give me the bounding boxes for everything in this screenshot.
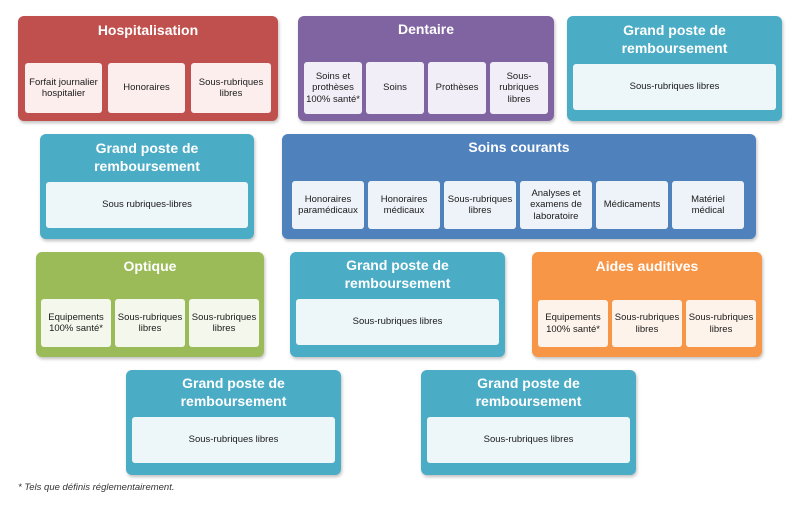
optique-card: Optique Equipements 100% santé* Sous-rub… <box>36 252 264 357</box>
grand-poste-item-4: Sous-rubriques libres <box>132 417 335 463</box>
aides-auditives-item-sous-rubriques-2: Sous-rubriques libres <box>686 300 756 347</box>
soins-courants-title: Soins courants <box>468 139 570 155</box>
grand-poste-card-5: Grand poste de remboursement Sous-rubriq… <box>421 370 636 475</box>
optique-item-sous-rubriques-2: Sous-rubriques libres <box>189 299 259 347</box>
hospitalisation-item-sous-rubriques: Sous-rubriques libres <box>191 63 271 113</box>
grand-poste-item-5: Sous-rubriques libres <box>427 417 630 463</box>
soins-courants-item-medicaments: Médicaments <box>596 181 668 229</box>
grand-poste-item-1: Sous-rubriques libres <box>573 64 776 110</box>
hospitalisation-title: Hospitalisation <box>97 22 199 38</box>
grand-poste-card-1: Grand poste de remboursement Sous-rubriq… <box>567 16 782 121</box>
grand-poste-card-3: Grand poste de remboursement Sous-rubriq… <box>290 252 505 357</box>
dentaire-item-soins: Soins <box>366 62 424 114</box>
dentaire-item-sous-rubriques: Sous-rubriques libres <box>490 62 548 114</box>
dentaire-card: Dentaire Soins et prothèses 100% santé* … <box>298 16 554 121</box>
grand-poste-title-1: Grand poste de remboursement <box>621 22 728 56</box>
aides-auditives-item-sous-rubriques-1: Sous-rubriques libres <box>612 300 682 347</box>
optique-item-100-sante: Equipements 100% santé* <box>41 299 111 347</box>
grand-poste-title-5: Grand poste de remboursement <box>475 375 582 409</box>
hospitalisation-item-forfait: Forfait journalier hospitalier <box>25 63 102 113</box>
aides-auditives-card: Aides auditives Equipements 100% santé* … <box>532 252 762 357</box>
dentaire-item-protheses: Prothèses <box>428 62 486 114</box>
hospitalisation-card: Hospitalisation Forfait journalier hospi… <box>18 16 278 121</box>
dentaire-title: Dentaire <box>397 21 455 37</box>
soins-courants-item-sous-rubriques: Sous-rubriques libres <box>444 181 516 229</box>
grand-poste-item-2: Sous rubriques-libres <box>46 182 248 228</box>
grand-poste-title-4: Grand poste de remboursement <box>180 375 287 409</box>
soins-courants-item-materiel: Matériel médical <box>672 181 744 229</box>
grand-poste-item-3: Sous-rubriques libres <box>296 299 499 345</box>
optique-title: Optique <box>123 258 177 274</box>
hospitalisation-item-honoraires: Honoraires <box>108 63 185 113</box>
aides-auditives-item-100-sante: Equipements 100% santé* <box>538 300 608 347</box>
soins-courants-item-medicaux: Honoraires médicaux <box>368 181 440 229</box>
grand-poste-title-3: Grand poste de remboursement <box>344 257 451 291</box>
soins-courants-item-analyses: Analyses et examens de laboratoire <box>520 181 592 229</box>
soins-courants-item-paramedicaux: Honoraires paramédicaux <box>292 181 364 229</box>
soins-courants-card: Soins courants Honoraires paramédicaux H… <box>282 134 756 239</box>
grand-poste-card-4: Grand poste de remboursement Sous-rubriq… <box>126 370 341 475</box>
dentaire-item-100-sante: Soins et prothèses 100% santé* <box>304 62 362 114</box>
optique-item-sous-rubriques-1: Sous-rubriques libres <box>115 299 185 347</box>
aides-auditives-title: Aides auditives <box>595 258 699 274</box>
grand-poste-card-2: Grand poste de remboursement Sous rubriq… <box>40 134 254 239</box>
grand-poste-title-2: Grand poste de remboursement <box>94 140 200 174</box>
footnote: * Tels que définis réglementairement. <box>18 482 175 493</box>
